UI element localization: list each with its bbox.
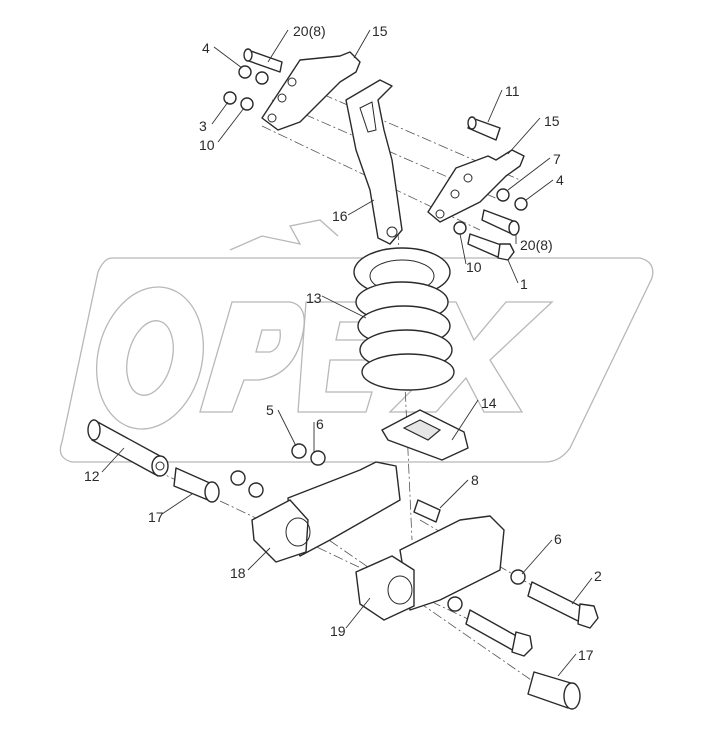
callout-11: 11 bbox=[505, 83, 520, 99]
callout-13: 13 bbox=[306, 290, 322, 306]
callout-15-right: 15 bbox=[544, 113, 560, 129]
part-spring-13 bbox=[353, 247, 455, 391]
part-pin-8 bbox=[413, 499, 441, 523]
callout-12: 12 bbox=[84, 468, 100, 484]
part-arm-19 bbox=[355, 515, 505, 621]
callout-14: 14 bbox=[481, 395, 497, 411]
callout-7: 7 bbox=[553, 151, 561, 167]
callout-18: 18 bbox=[230, 565, 246, 581]
callout-5: 5 bbox=[266, 402, 274, 418]
watermark-logo bbox=[59, 219, 654, 463]
part-washer-7 bbox=[496, 188, 510, 202]
callout-4-right: 4 bbox=[556, 172, 564, 188]
leader-lines bbox=[101, 29, 593, 677]
callout-3: 3 bbox=[199, 118, 207, 134]
callout-20-right: 20(8) bbox=[520, 237, 553, 253]
part-bushing-17-right bbox=[527, 671, 581, 710]
part-nut-4-right bbox=[514, 197, 528, 211]
callout-17-left: 17 bbox=[148, 509, 164, 525]
callout-10-left: 10 bbox=[199, 137, 215, 153]
part-bracket-15-right bbox=[427, 149, 525, 223]
part-arm-18 bbox=[251, 461, 401, 563]
part-bolt-20-right bbox=[481, 209, 520, 236]
part-washer-left bbox=[255, 71, 269, 85]
part-collar-10-left bbox=[240, 97, 254, 111]
part-bolt-20-left bbox=[243, 48, 283, 73]
part-bolt-lower bbox=[465, 609, 533, 657]
part-bolt-2 bbox=[527, 581, 599, 629]
part-collar-10-right bbox=[453, 221, 467, 235]
part-spring-seat-14 bbox=[381, 409, 469, 461]
callout-4-top: 4 bbox=[202, 40, 210, 56]
part-nut-4-left bbox=[238, 65, 252, 79]
part-bushing-17-left bbox=[173, 467, 220, 503]
callout-19: 19 bbox=[330, 623, 346, 639]
part-link-16 bbox=[345, 79, 403, 245]
callout-20-top: 20(8) bbox=[293, 23, 326, 39]
part-washer-6-right bbox=[510, 569, 526, 585]
part-washer-lower bbox=[447, 596, 463, 612]
part-nut-left-lower bbox=[230, 470, 246, 486]
part-nut-5 bbox=[291, 443, 307, 459]
part-nut-3 bbox=[223, 91, 237, 105]
part-sleeve-12 bbox=[87, 419, 169, 477]
callout-17-right: 17 bbox=[578, 647, 594, 663]
callout-2: 2 bbox=[594, 568, 602, 584]
callout-1: 1 bbox=[520, 276, 528, 292]
callout-6-right: 6 bbox=[554, 531, 562, 547]
part-bolt-1 bbox=[467, 233, 515, 261]
callout-16: 16 bbox=[332, 208, 348, 224]
part-washer-left-lower bbox=[248, 482, 264, 498]
callout-15-top: 15 bbox=[372, 23, 388, 39]
callout-10-right: 10 bbox=[466, 259, 482, 275]
part-bracket-15-left bbox=[261, 51, 361, 131]
callout-8: 8 bbox=[471, 472, 479, 488]
part-washer-6 bbox=[310, 450, 326, 466]
part-pin-11 bbox=[467, 116, 501, 141]
callout-6-left: 6 bbox=[316, 416, 324, 432]
